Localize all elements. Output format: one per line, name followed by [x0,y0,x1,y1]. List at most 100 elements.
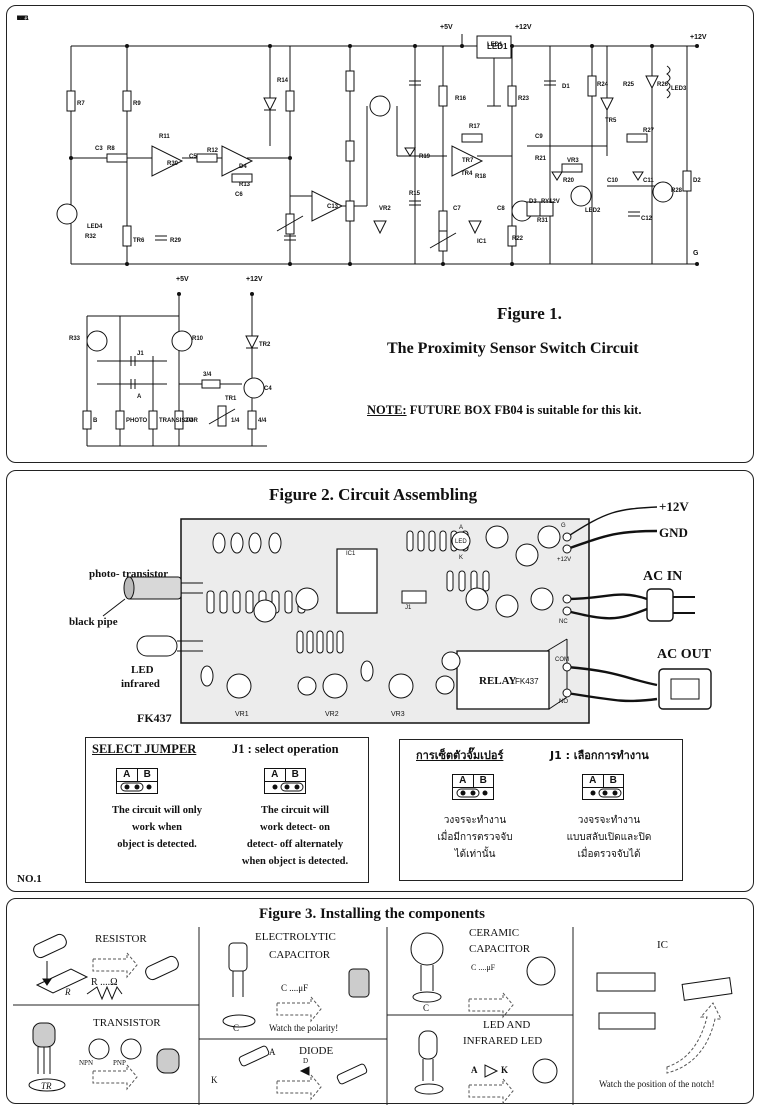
ceramic-title-2: CAPACITOR [469,943,531,955]
osc-plus5-label: +5V [176,276,189,283]
part-label: R19 [419,154,431,160]
part-label: VR1 [17,16,29,22]
part-label: R4 [17,16,25,22]
select-jumper-heading: SELECT JUMPER [92,742,197,756]
ground-rail-label: G [693,250,699,257]
part-label: R8 [107,146,115,152]
plus5-rail-label: +5V [440,24,453,31]
ac-in-label: AC IN [643,569,683,584]
part-label: C10 [607,178,619,184]
en-right-line-4: when object is detected. [241,856,349,867]
pcb-electrolytic-capacitor [495,594,519,618]
thai-jumper-pins-a [456,788,488,798]
part-label: R27 [643,128,655,134]
pcb-k-label: K [459,555,464,561]
led-title-1: LED AND [483,1019,531,1031]
part-label: R30 [167,161,179,167]
part-label: R2 [17,16,25,22]
vr1-label: VR1 [235,711,249,718]
part-label: R10 [192,336,204,342]
pcb-electrolytic-capacitor [295,587,319,611]
part-label: R15 [409,191,421,197]
electrolytic-title-2: CAPACITOR [269,949,331,961]
part-label: R12 [207,148,219,154]
en-left-line-2: work when [132,822,182,833]
part-label: 2/4 [185,418,194,424]
part-label: TR4 [461,171,473,177]
j1-pcb-label: J1 [405,605,412,611]
ceramic-symbol: C ....μF [471,963,496,972]
figure2-panel: Figure 2. Circuit Assembling [6,470,754,892]
part-label: 1/4 [231,418,240,424]
plus12-wire-label: +12V [659,499,689,514]
ic-title: IC [657,939,668,951]
pcb-electrolytic-capacitor [465,587,489,611]
part-label: R23 [518,96,530,102]
part-label: R28 [671,188,683,194]
part-label: C5 [189,154,197,160]
part-label: D3 [529,199,537,205]
pcb-resistor [417,530,425,552]
pcb-trimmer-pot [322,673,348,699]
pcb-led [451,531,471,551]
part-label: C13 [327,204,339,210]
diode-d-label: D [303,1057,309,1065]
en-left-line-1: The circuit will only [112,805,202,816]
part-label: LED3 [671,86,687,92]
part-label: D4 [239,164,247,170]
photo-transistor-label: photo- transistor [89,568,169,580]
part-label: C12 [641,216,653,222]
part-label: R24 [597,82,609,88]
electrolytic-symbol: C ....μF [281,983,309,993]
figure1-title: Figure 1. [497,304,562,323]
diode-k-label: K [211,1075,218,1085]
pcb-ceramic-capacitor [200,665,214,687]
polarity-note: Watch the polarity! [269,1023,339,1033]
electrolytic-tag: C [233,1023,240,1033]
part-label: RY12V [541,199,560,205]
part-label: R31 [537,218,549,224]
transistor-tag: TR [41,1081,52,1091]
thai-jumper-b-label: B [602,775,624,787]
ceramic-tag: C [423,1003,430,1013]
part-label: TR3 [17,16,29,22]
relay-label: RELAY [479,675,517,687]
part-label: R29 [170,238,182,244]
part-label: C3 [95,146,103,152]
nc-pad-label: NC [559,619,568,625]
pcb-resistor [428,530,436,552]
led-a-label: A [471,1065,478,1075]
part-label: 4/4 [258,418,267,424]
th-left-line-3: ได้เท่านั้น [454,849,496,860]
jumper-b-label: B [284,769,306,781]
jumper-pins-a [120,782,152,792]
en-right-line-3: detect- off alternately [246,839,344,850]
transistor-title: TRANSISTOR [93,1017,161,1029]
diode-title: DIODE [299,1045,334,1057]
part-label: C8 [497,206,505,212]
part-label: R13 [239,182,251,188]
part-label: LED4 [87,224,103,230]
pcb-resistor [482,570,490,592]
ic-notch-note: Watch the position of the notch! [599,1079,715,1089]
pcb-resistor [458,570,466,592]
part-label: IC1 [477,239,487,245]
th-right-line-1: วงจรจะทำงาน [577,815,641,826]
plus12-rail-label: +12V [515,24,532,31]
ceramic-title-1: CERAMIC [469,927,520,939]
part-label: R20 [563,178,575,184]
pcb-resistor [336,630,344,654]
part-label: TR5 [605,118,617,124]
pcb-electrolytic-capacitor [530,587,554,611]
pcb-electrolytic-capacitor [515,543,539,567]
jumper-a-label: A [123,769,131,780]
english-right-text: The circuit will work detect- on detect-… [220,802,370,870]
part-label: INF [17,16,27,22]
led-k-label: K [501,1065,509,1075]
thai-j1-select-heading: J1 : เลือกการทำงาน [550,749,649,762]
figure1-subtitle: The Proximity Sensor Switch Circuit [387,340,639,357]
pnp-label: PNP [113,1059,126,1067]
en-right-line-1: The circuit will [260,805,330,816]
